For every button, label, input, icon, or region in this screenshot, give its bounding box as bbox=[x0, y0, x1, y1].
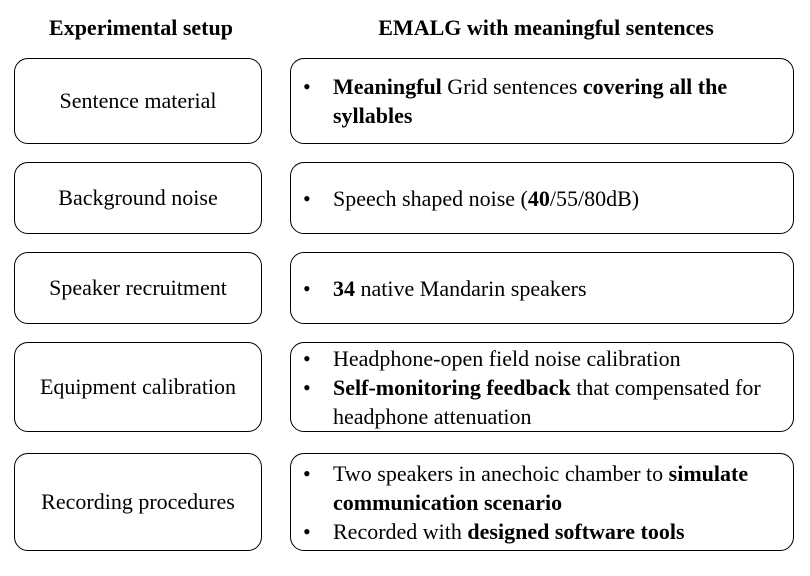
setup-box-sentence-material: Sentence material bbox=[14, 58, 262, 144]
bullet-marker: • bbox=[303, 275, 311, 301]
description-bullet: • Speech shaped noise (40/55/80dB) bbox=[303, 184, 781, 213]
bullet-text: Meaningful Grid sentences covering all t… bbox=[333, 72, 781, 130]
plain-phrase: Recorded with bbox=[333, 518, 468, 544]
bullet-marker: • bbox=[303, 460, 311, 486]
description-box-speaker-recruitment: • 34 native Mandarin speakers bbox=[290, 252, 794, 324]
bullet-text: Recorded with designed software tools bbox=[333, 517, 781, 546]
bold-phrase: Self-monitoring feedback bbox=[333, 374, 571, 400]
bold-phrase: 34 bbox=[333, 275, 355, 301]
bullet-text: Headphone-open field noise calibration bbox=[333, 344, 781, 373]
setup-label: Sentence material bbox=[59, 88, 217, 113]
bold-phrase: designed software tools bbox=[467, 518, 685, 544]
bullet-text: Self-monitoring feedback that compensate… bbox=[333, 373, 781, 431]
bullet-marker: • bbox=[303, 518, 311, 544]
emalg-column-header: EMALG with meaningful sentences bbox=[378, 15, 714, 40]
bullet-marker: • bbox=[303, 345, 311, 371]
setup-box-background-noise: Background noise bbox=[14, 162, 262, 234]
setup-box-speaker-recruitment: Speaker recruitment bbox=[14, 252, 262, 324]
plain-phrase: Speech shaped noise ( bbox=[333, 185, 528, 211]
description-box-recording-procedures: • Two speakers in anechoic chamber to si… bbox=[290, 453, 794, 551]
description-bullet: • 34 native Mandarin speakers bbox=[303, 274, 781, 303]
bold-phrase: 40 bbox=[527, 185, 550, 211]
description-box-sentence-material: • Meaningful Grid sentences covering all… bbox=[290, 58, 794, 144]
bullet-marker: • bbox=[303, 185, 311, 211]
bold-phrase: covering all the syllables bbox=[333, 74, 728, 128]
description-bullet: • Recorded with designed software tools bbox=[303, 517, 781, 546]
bullet-marker: • bbox=[303, 374, 311, 400]
plain-phrase: Headphone-open field noise calibration bbox=[333, 345, 681, 371]
plain-phrase: native Mandarin speakers bbox=[355, 275, 587, 301]
bullet-marker: • bbox=[303, 74, 311, 99]
bold-phrase: Meaningful bbox=[333, 74, 442, 99]
bullet-text: 34 native Mandarin speakers bbox=[333, 274, 781, 303]
setup-label: Speaker recruitment bbox=[49, 275, 227, 300]
setup-box-equipment-calibration: Equipment calibration bbox=[14, 342, 262, 432]
bullet-text: Two speakers in anechoic chamber to simu… bbox=[333, 459, 781, 517]
setup-label: Background noise bbox=[58, 185, 218, 210]
plain-phrase: that compensated for headphone attenuati… bbox=[333, 374, 761, 429]
bullet-text: Speech shaped noise (40/55/80dB) bbox=[333, 184, 781, 213]
bold-phrase: simulate communication scenario bbox=[333, 460, 749, 515]
plain-phrase: /55/80dB) bbox=[549, 185, 640, 211]
description-bullet: • Two speakers in anechoic chamber to si… bbox=[303, 459, 781, 517]
setup-label: Equipment calibration bbox=[39, 374, 237, 399]
description-bullet: • Headphone-open field noise calibration bbox=[303, 344, 781, 373]
description-box-background-noise: • Speech shaped noise (40/55/80dB) bbox=[290, 162, 794, 234]
description-bullet: • Self-monitoring feedback that compensa… bbox=[303, 373, 781, 431]
setup-label: Recording procedures bbox=[41, 489, 235, 514]
description-box-equipment-calibration: • Headphone-open field noise calibration… bbox=[290, 342, 794, 432]
plain-phrase: Grid sentences bbox=[441, 74, 583, 99]
setup-column-header: Experimental setup bbox=[49, 15, 233, 40]
description-bullet: • Meaningful Grid sentences covering all… bbox=[303, 72, 781, 130]
plain-phrase: Two speakers in anechoic chamber to bbox=[333, 460, 669, 486]
setup-box-recording-procedures: Recording procedures bbox=[14, 453, 262, 551]
